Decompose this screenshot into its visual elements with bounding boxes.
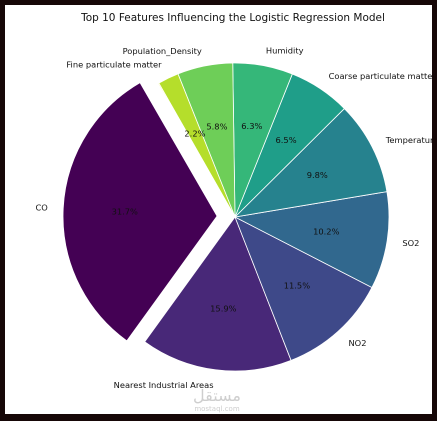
pie-chart: Top 10 Features Influencing the Logistic… <box>36 12 432 413</box>
watermark-arabic: مستقل <box>193 386 241 405</box>
pie-slice-so2 <box>233 191 390 289</box>
pie-slices <box>62 62 390 372</box>
category-label: Humidity <box>266 45 304 55</box>
category-label: Nearest Industrial Areas <box>114 380 214 390</box>
category-label: Coarse particulate matter <box>329 71 432 81</box>
percent-label: 10.2% <box>313 226 339 236</box>
category-label: Fine particulate matter <box>66 59 162 69</box>
pie-slice-temperature <box>233 107 388 218</box>
category-label: SO2 <box>402 238 419 248</box>
percent-label: 31.7% <box>112 206 138 216</box>
percent-labels: 31.7% 15.9% 11.5% 10.2% 9.8% 6.5% 6.3% 5.8%2.2% <box>112 121 340 314</box>
category-label: CO <box>36 202 49 212</box>
watermark: مستقل mostaql.com <box>193 386 241 413</box>
chart-title: Top 10 Features Influencing the Logistic… <box>80 12 385 24</box>
percent-label: 9.8% <box>307 170 328 180</box>
category-label: Population_Density <box>123 46 202 56</box>
category-label: Temperature <box>385 135 432 145</box>
pie-slice-no2 <box>234 216 373 361</box>
percent-label: 5.8% <box>206 121 227 131</box>
pie-slice-unlabeled <box>157 82 236 218</box>
percent-label: 6.5% <box>276 135 297 145</box>
category-label: NO2 <box>348 338 366 348</box>
percent-label: 11.5% <box>284 281 310 291</box>
pie-slice-nearest-industrial-areas <box>144 216 292 372</box>
pie-slice-co <box>62 82 218 342</box>
category-labels: CO Nearest Industrial Areas NO2 SO2 Temperat… <box>36 45 432 390</box>
percent-label: 15.9% <box>210 304 236 314</box>
watermark-latin: mostaql.com <box>194 405 240 413</box>
percent-label: 6.3% <box>241 121 262 131</box>
chart-canvas: Top 10 Features Influencing the Logistic… <box>5 5 432 414</box>
percent-label: 2.2% <box>184 129 205 139</box>
